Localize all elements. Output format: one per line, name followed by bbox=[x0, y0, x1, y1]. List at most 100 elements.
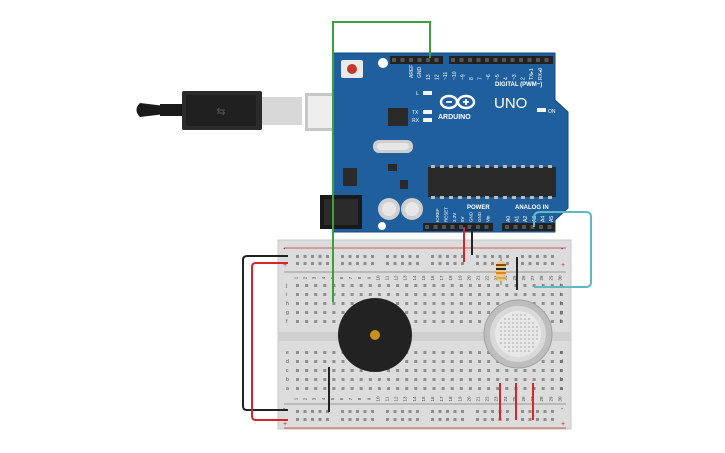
pin-hole[interactable] bbox=[493, 58, 498, 62]
rail-hole[interactable] bbox=[296, 262, 299, 265]
rail-hole[interactable] bbox=[386, 410, 389, 413]
rail-hole[interactable] bbox=[341, 262, 344, 265]
breadboard-hole[interactable] bbox=[532, 378, 536, 381]
breadboard-hole[interactable] bbox=[450, 311, 454, 314]
breadboard-hole[interactable] bbox=[305, 320, 309, 323]
breadboard-hole[interactable] bbox=[441, 320, 445, 323]
breadboard-hole[interactable] bbox=[487, 293, 491, 296]
breadboard-hole[interactable] bbox=[377, 293, 381, 296]
rail-hole[interactable] bbox=[543, 255, 547, 258]
breadboard-hole[interactable] bbox=[387, 369, 390, 372]
rail-hole[interactable] bbox=[371, 255, 374, 258]
breadboard-hole[interactable] bbox=[487, 284, 491, 287]
rail-hole[interactable] bbox=[303, 410, 307, 413]
rail-hole[interactable] bbox=[363, 410, 367, 413]
breadboard-hole[interactable] bbox=[405, 369, 409, 372]
rail-hole[interactable] bbox=[476, 262, 479, 265]
breadboard-hole[interactable] bbox=[523, 387, 527, 390]
rail-hole[interactable] bbox=[356, 255, 359, 258]
pin-hole[interactable] bbox=[459, 225, 463, 229]
rail-hole[interactable] bbox=[296, 255, 299, 258]
rail-hole[interactable] bbox=[521, 255, 524, 258]
wire-teal-a0-sensor[interactable] bbox=[533, 211, 592, 288]
rail-hole[interactable] bbox=[431, 410, 434, 413]
rail-hole[interactable] bbox=[386, 262, 389, 265]
rail-hole[interactable] bbox=[326, 262, 329, 265]
breadboard-hole[interactable] bbox=[423, 378, 427, 381]
breadboard-hole[interactable] bbox=[314, 311, 318, 314]
breadboard-hole[interactable] bbox=[314, 369, 318, 372]
breadboard-hole[interactable] bbox=[559, 302, 563, 305]
rail-hole[interactable] bbox=[393, 262, 397, 265]
rail-hole[interactable] bbox=[438, 410, 442, 413]
rail-hole[interactable] bbox=[543, 410, 547, 413]
breadboard-hole[interactable] bbox=[341, 311, 345, 314]
rail-hole[interactable] bbox=[416, 418, 419, 421]
rail-hole[interactable] bbox=[506, 255, 509, 258]
breadboard-hole[interactable] bbox=[323, 284, 327, 287]
breadboard-hole[interactable] bbox=[296, 351, 299, 354]
breadboard-hole[interactable] bbox=[296, 387, 299, 390]
breadboard-hole[interactable] bbox=[559, 311, 563, 314]
breadboard-hole[interactable] bbox=[496, 284, 500, 287]
breadboard-hole[interactable] bbox=[487, 387, 491, 390]
rail-hole[interactable] bbox=[326, 255, 329, 258]
rail-hole[interactable] bbox=[528, 418, 532, 421]
pin-hole[interactable] bbox=[547, 225, 552, 229]
breadboard-hole[interactable] bbox=[305, 293, 309, 296]
breadboard-hole[interactable] bbox=[323, 320, 327, 323]
rail-hole[interactable] bbox=[416, 262, 419, 265]
breadboard-hole[interactable] bbox=[487, 311, 491, 314]
rail-hole[interactable] bbox=[393, 418, 397, 421]
breadboard-hole[interactable] bbox=[387, 293, 390, 296]
breadboard-hole[interactable] bbox=[559, 293, 563, 296]
breadboard-hole[interactable] bbox=[314, 302, 318, 305]
breadboard-hole[interactable] bbox=[459, 360, 463, 363]
pin-hole[interactable] bbox=[400, 58, 405, 62]
breadboard-hole[interactable] bbox=[423, 311, 427, 314]
breadboard-hole[interactable] bbox=[323, 302, 327, 305]
breadboard-hole[interactable] bbox=[441, 311, 445, 314]
breadboard-hole[interactable] bbox=[487, 302, 491, 305]
breadboard-hole[interactable] bbox=[478, 284, 481, 287]
rail-hole[interactable] bbox=[431, 262, 434, 265]
breadboard-hole[interactable] bbox=[550, 387, 554, 390]
breadboard-hole[interactable] bbox=[350, 387, 354, 390]
pin-hole[interactable] bbox=[392, 58, 396, 62]
breadboard-hole[interactable] bbox=[414, 302, 418, 305]
rail-hole[interactable] bbox=[303, 418, 307, 421]
breadboard-hole[interactable] bbox=[305, 360, 309, 363]
resistor[interactable] bbox=[496, 257, 506, 285]
rail-hole[interactable] bbox=[371, 262, 374, 265]
breadboard-hole[interactable] bbox=[468, 387, 472, 390]
rail-hole[interactable] bbox=[506, 262, 509, 265]
rail-hole[interactable] bbox=[311, 418, 314, 421]
breadboard-hole[interactable] bbox=[405, 293, 409, 296]
rail-hole[interactable] bbox=[348, 418, 352, 421]
breadboard-hole[interactable] bbox=[314, 293, 318, 296]
rail-hole[interactable] bbox=[296, 418, 299, 421]
breadboard-hole[interactable] bbox=[314, 387, 318, 390]
breadboard-hole[interactable] bbox=[505, 369, 509, 372]
breadboard-hole[interactable] bbox=[468, 320, 472, 323]
breadboard-hole[interactable] bbox=[296, 284, 299, 287]
rail-hole[interactable] bbox=[521, 410, 524, 413]
rail-hole[interactable] bbox=[318, 418, 322, 421]
breadboard-hole[interactable] bbox=[559, 360, 563, 363]
breadboard-hole[interactable] bbox=[387, 378, 390, 381]
breadboard-hole[interactable] bbox=[541, 302, 545, 305]
breadboard-hole[interactable] bbox=[305, 378, 309, 381]
breadboard-hole[interactable] bbox=[350, 378, 354, 381]
breadboard-hole[interactable] bbox=[532, 369, 536, 372]
rail-hole[interactable] bbox=[431, 418, 434, 421]
breadboard-hole[interactable] bbox=[414, 293, 418, 296]
breadboard-hole[interactable] bbox=[496, 387, 500, 390]
rail-hole[interactable] bbox=[318, 262, 322, 265]
breadboard-hole[interactable] bbox=[387, 387, 390, 390]
breadboard-hole[interactable] bbox=[487, 360, 491, 363]
rail-hole[interactable] bbox=[438, 262, 442, 265]
breadboard-hole[interactable] bbox=[305, 302, 309, 305]
breadboard-hole[interactable] bbox=[414, 311, 418, 314]
pin-hole[interactable] bbox=[530, 225, 535, 229]
breadboard-hole[interactable] bbox=[550, 284, 554, 287]
